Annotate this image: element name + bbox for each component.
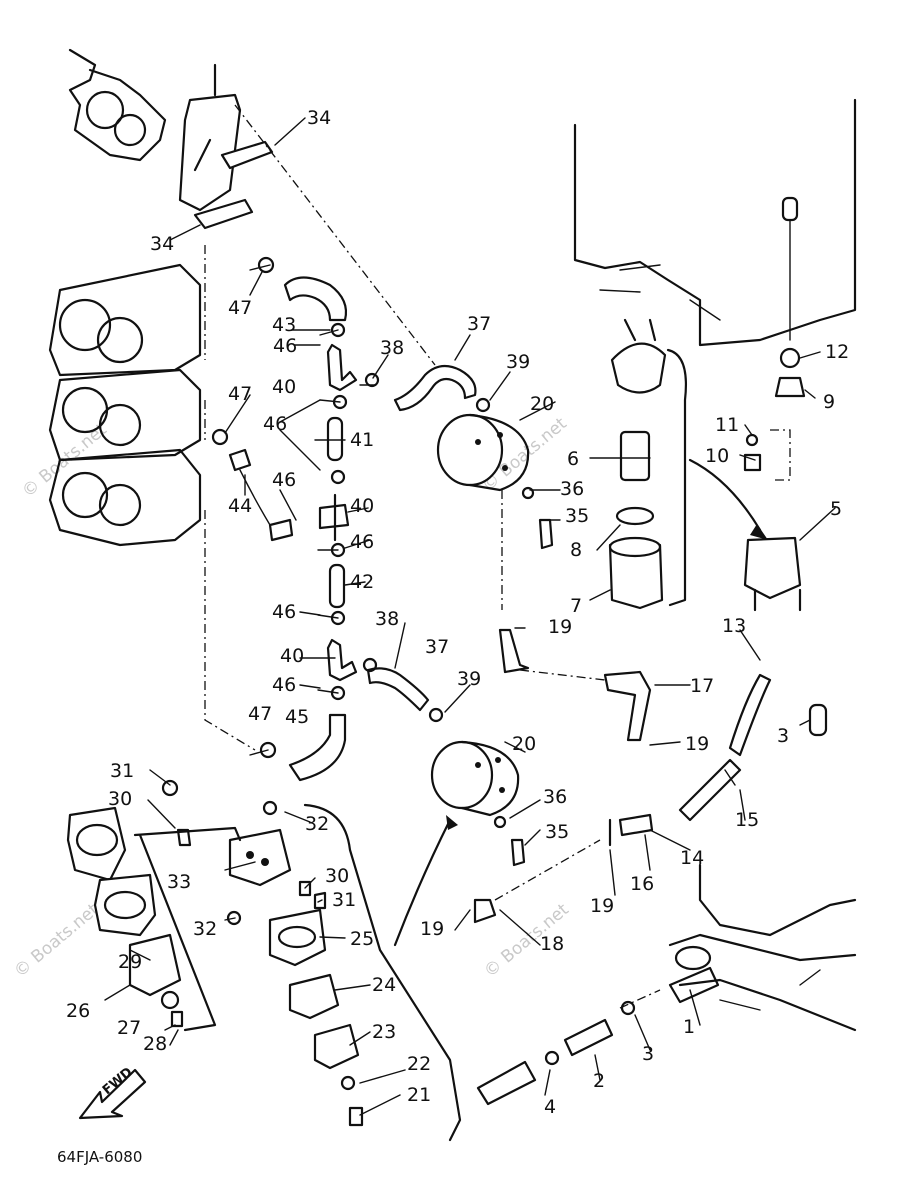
callout-5: 5	[830, 498, 842, 520]
watermark: © Boats.net	[10, 900, 103, 982]
callout-46: 46	[272, 601, 296, 623]
callout-30: 30	[325, 865, 349, 887]
callout-8: 8	[570, 539, 582, 561]
leader-lines	[104, 117, 836, 1116]
callout-4: 4	[544, 1096, 556, 1118]
callout-19: 19	[590, 895, 614, 917]
callout-13: 13	[722, 615, 746, 637]
callout-46: 46	[263, 413, 287, 435]
callout-10: 10	[705, 445, 729, 467]
callout-28: 28	[143, 1033, 167, 1055]
callout-40: 40	[272, 376, 296, 398]
callout-12: 12	[825, 341, 849, 363]
callout-43: 43	[272, 314, 296, 336]
callout-18: 18	[540, 933, 564, 955]
callout-7: 7	[570, 595, 582, 617]
callout-19: 19	[548, 616, 572, 638]
intake-manifold-and-gaskets	[178, 63, 436, 366]
callout-3: 3	[777, 725, 789, 747]
fuel-filter-assembly	[608, 196, 806, 612]
fuel-hoses-and-joints	[228, 276, 358, 782]
callout-46: 46	[272, 469, 296, 491]
callout-42: 42	[350, 571, 374, 593]
callout-11: 11	[715, 414, 739, 436]
callout-46: 46	[272, 674, 296, 696]
callout-32: 32	[305, 813, 329, 835]
callout-20: 20	[512, 733, 536, 755]
fuel-lines	[473, 628, 828, 924]
forward-arrow: FWD	[78, 1065, 147, 1120]
callout-36: 36	[543, 786, 567, 808]
callout-34: 34	[307, 107, 331, 129]
callout-38: 38	[375, 608, 399, 630]
callout-45: 45	[285, 706, 309, 728]
callout-36: 36	[560, 478, 584, 500]
callout-33: 33	[167, 871, 191, 893]
callout-9: 9	[823, 391, 835, 413]
callout-46: 46	[273, 335, 297, 357]
callout-47: 47	[228, 383, 252, 405]
callout-35: 35	[545, 821, 569, 843]
callout-3: 3	[642, 1043, 654, 1065]
callout-22: 22	[407, 1053, 431, 1075]
callout-19: 19	[685, 733, 709, 755]
callout-40: 40	[350, 495, 374, 517]
callout-labels: 1 2 3 3 4 5 6 7 8 9 10 11 12 13 14 15 16…	[66, 107, 849, 1118]
callout-30: 30	[108, 788, 132, 810]
callout-40: 40	[280, 645, 304, 667]
watermarks: © Boats.net © Boats.net © Boats.net © Bo…	[10, 414, 573, 982]
callout-16: 16	[630, 873, 654, 895]
callout-38: 38	[380, 337, 404, 359]
diagram-code: 64FJA-6080	[57, 1148, 142, 1166]
callout-25: 25	[350, 928, 374, 950]
callout-24: 24	[372, 974, 396, 996]
callout-31: 31	[110, 760, 134, 782]
callout-26: 26	[66, 1000, 90, 1022]
callout-14: 14	[680, 847, 704, 869]
callout-41: 41	[350, 429, 374, 451]
callout-35: 35	[565, 505, 589, 527]
callout-34: 34	[150, 233, 174, 255]
callout-2: 2	[593, 1070, 605, 1092]
callout-47: 47	[248, 703, 272, 725]
callout-44: 44	[228, 495, 252, 517]
callout-21: 21	[407, 1084, 431, 1106]
callout-37: 37	[467, 313, 491, 335]
callout-17: 17	[690, 675, 714, 697]
callout-29: 29	[118, 951, 142, 973]
callout-46: 46	[350, 531, 374, 553]
callout-20: 20	[530, 393, 554, 415]
callout-15: 15	[735, 809, 759, 831]
callout-6: 6	[567, 448, 579, 470]
callout-31: 31	[332, 889, 356, 911]
fuel-inlet-connector	[476, 966, 720, 1106]
callout-47: 47	[228, 297, 252, 319]
callout-39: 39	[457, 668, 481, 690]
callout-27: 27	[117, 1017, 141, 1039]
callout-1: 1	[683, 1016, 695, 1038]
engine-outline-top-right	[573, 98, 857, 347]
callout-32: 32	[193, 918, 217, 940]
callout-37: 37	[425, 636, 449, 658]
fuel-pump-lower	[366, 667, 526, 867]
engine-outline-bottom-right	[668, 863, 857, 1032]
carburetor-stack	[48, 48, 256, 751]
callout-19: 19	[420, 918, 444, 940]
fuel-pump-upper	[393, 364, 554, 610]
callout-23: 23	[372, 1021, 396, 1043]
callout-39: 39	[506, 351, 530, 373]
diaphragm-pump-parts	[66, 779, 462, 1142]
